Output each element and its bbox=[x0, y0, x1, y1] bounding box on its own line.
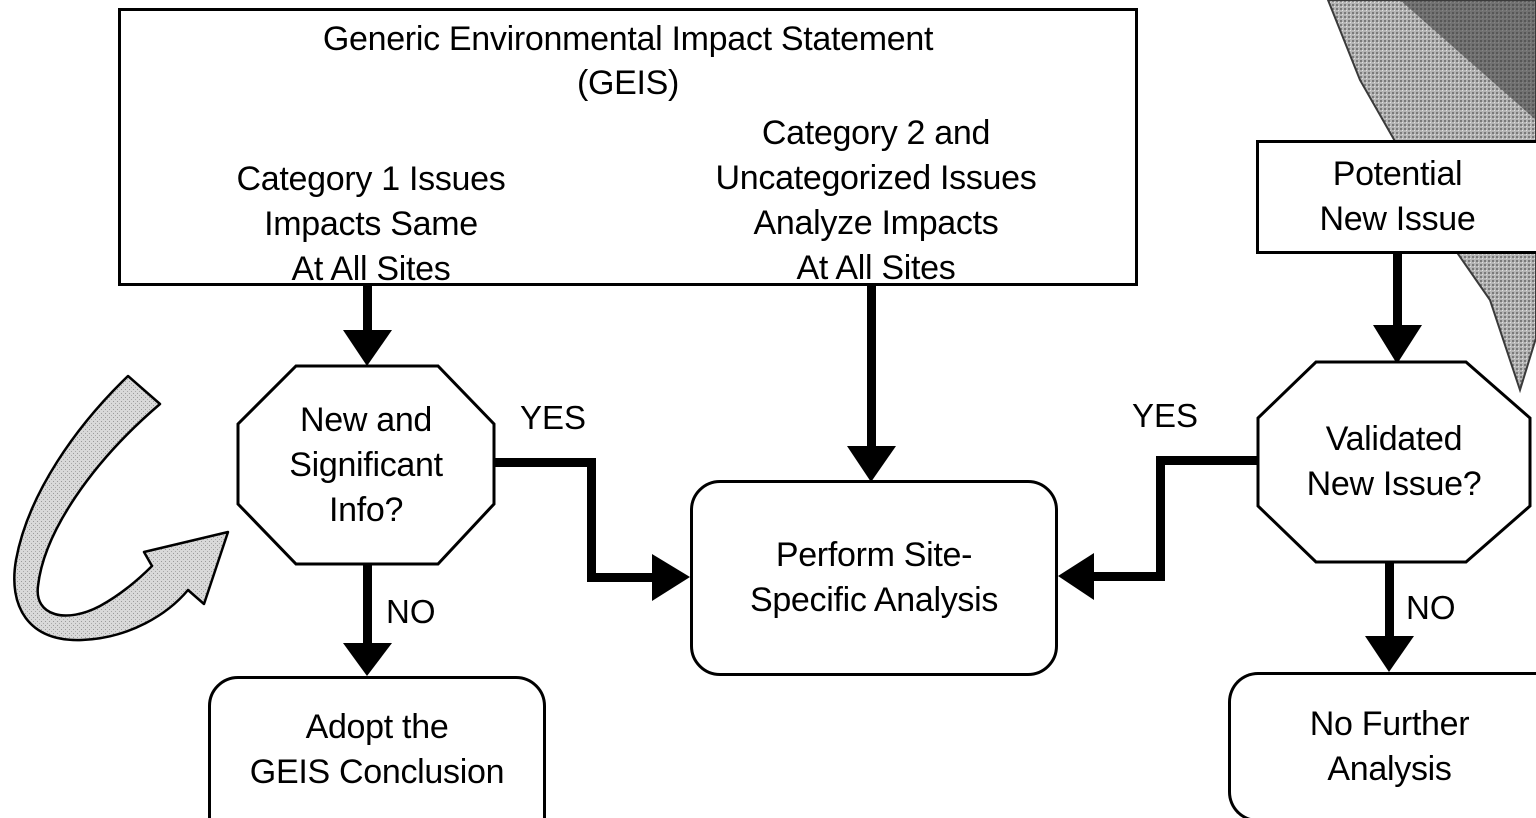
decision-line: New Issue? bbox=[1306, 465, 1482, 503]
category2-line: Analyze Impacts bbox=[753, 204, 999, 242]
category1-text: Category 1 Issues Impacts Same At All Si… bbox=[161, 157, 581, 292]
potential-new-issue-line: Potential bbox=[1332, 155, 1463, 193]
decision-line: New and bbox=[299, 400, 433, 439]
decision-validated-new-issue-shape bbox=[1256, 360, 1532, 564]
geis-title-line: (GEIS) bbox=[576, 64, 680, 102]
no-further-analysis-box: No Further Analysis bbox=[1228, 672, 1536, 818]
geis-box: Generic Environmental Impact Statement (… bbox=[118, 8, 1138, 288]
decision-line: Info? bbox=[328, 490, 404, 529]
geis-title: Generic Environmental Impact Statement (… bbox=[121, 17, 1135, 105]
category1-line: At All Sites bbox=[291, 250, 451, 288]
adopt-geis-conclusion-box: Adopt the GEIS Conclusion bbox=[208, 676, 546, 818]
edge-label-no-right: NO bbox=[1406, 589, 1456, 626]
arrow-potential-to-validated bbox=[1373, 254, 1422, 364]
arrow-yes-to-analysis bbox=[490, 458, 690, 601]
category2-text: Category 2 and Uncategorized Issues Anal… bbox=[661, 111, 1091, 291]
geis-title-line: Generic Environmental Impact Statement bbox=[322, 20, 934, 58]
adopt-line: GEIS Conclusion bbox=[249, 753, 505, 791]
analysis-line: Specific Analysis bbox=[749, 581, 999, 619]
analysis-line: Perform Site- bbox=[775, 536, 973, 574]
page-curl-shadow bbox=[1400, 0, 1536, 120]
adopt-line: Adopt the bbox=[305, 708, 449, 746]
arrow-no-to-adopt bbox=[343, 564, 392, 676]
arrow-validated-yes-to-analysis bbox=[1058, 456, 1260, 600]
category2-line: Uncategorized Issues bbox=[715, 159, 1037, 197]
decision-line: Significant bbox=[289, 445, 443, 484]
site-specific-analysis-box: Perform Site- Specific Analysis bbox=[690, 480, 1058, 676]
edge-label-yes-left: YES bbox=[520, 399, 587, 436]
category1-line: Category 1 Issues bbox=[236, 160, 506, 198]
decision-line: Validated bbox=[1325, 420, 1463, 458]
decision-new-significant-info-shape bbox=[236, 364, 496, 566]
potential-new-issue-box: Potential New Issue bbox=[1256, 140, 1536, 254]
decision-new-significant-info: New and Significant Info? bbox=[238, 366, 494, 564]
arrow-category1-to-decision bbox=[343, 286, 392, 366]
category2-line: Category 2 and bbox=[761, 114, 991, 152]
loop-arrow-icon bbox=[13, 374, 230, 642]
arrow-validated-no-to-end bbox=[1365, 560, 1414, 672]
arrow-category2-to-analysis bbox=[847, 286, 896, 482]
category2-line: At All Sites bbox=[796, 249, 956, 287]
potential-new-issue-line: New Issue bbox=[1319, 200, 1476, 238]
no-further-line: Analysis bbox=[1327, 750, 1452, 788]
edge-label-yes-right: YES bbox=[1132, 397, 1199, 434]
no-further-line: No Further bbox=[1309, 705, 1470, 743]
decision-validated-new-issue: Validated New Issue? bbox=[1258, 362, 1530, 562]
edge-label-no-left: NO bbox=[386, 593, 436, 630]
category1-line: Impacts Same bbox=[264, 205, 478, 243]
